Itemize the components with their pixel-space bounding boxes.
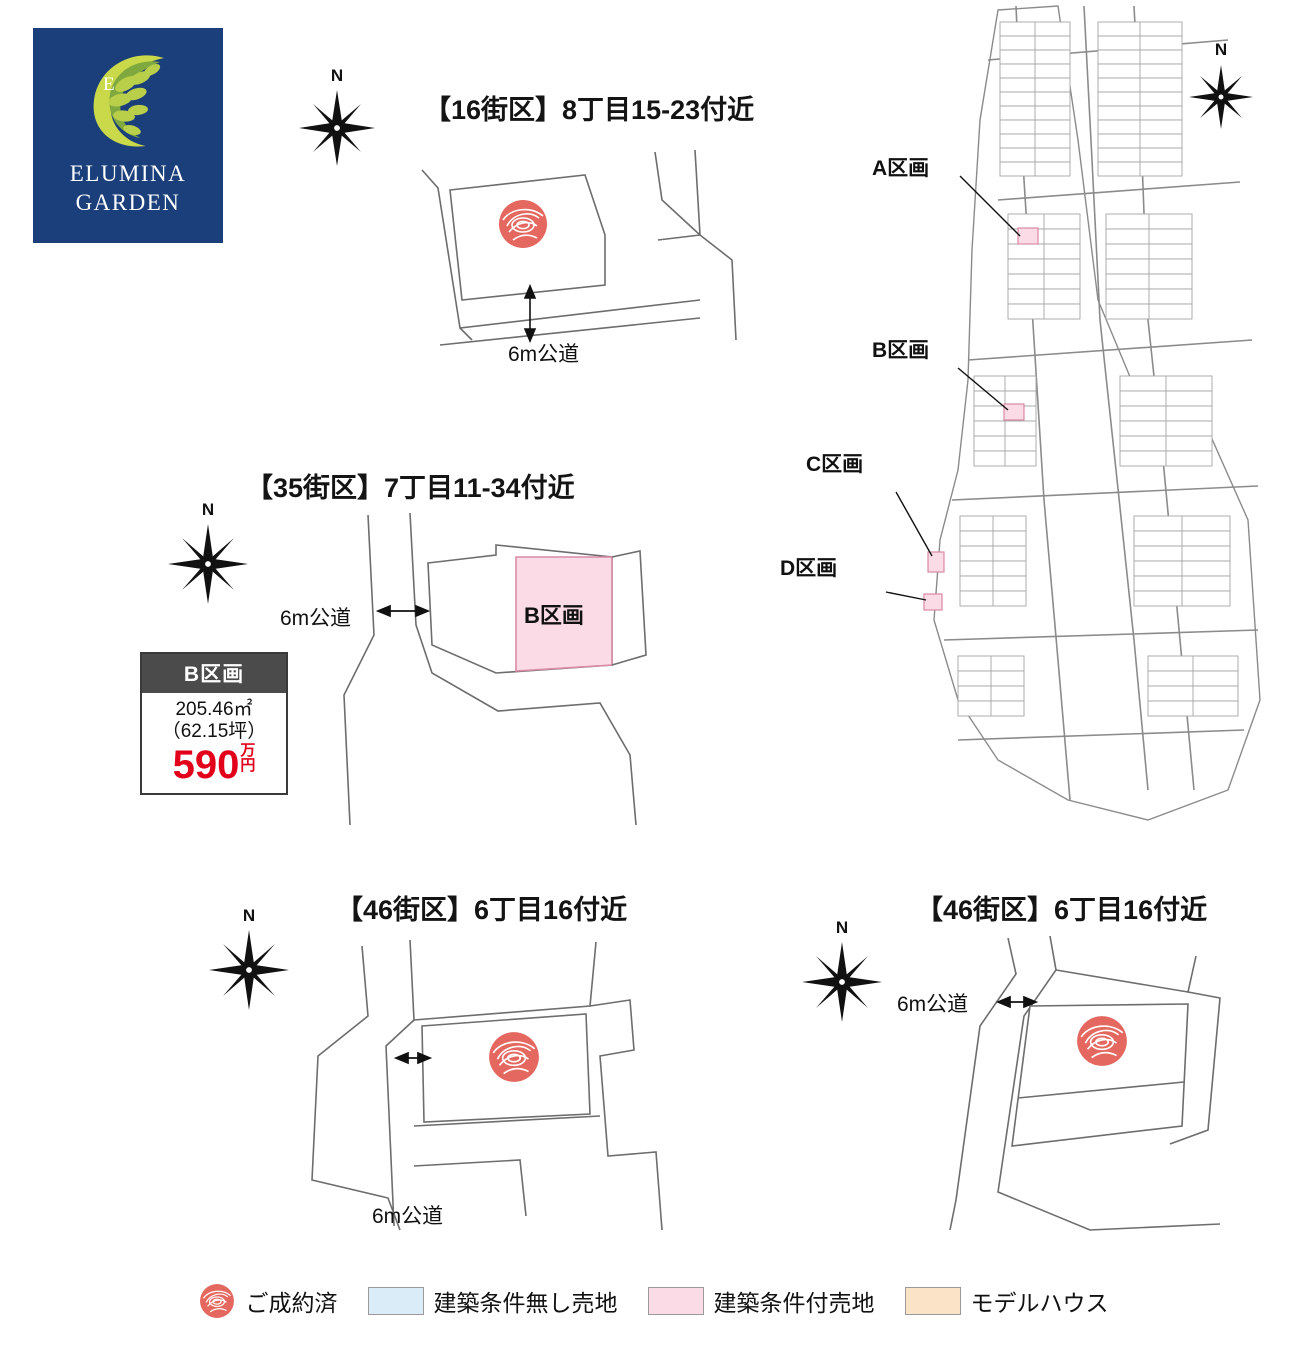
logo-line-2: GARDEN xyxy=(75,189,181,215)
legend-item-no-build-condition: 建築条件無し売地 xyxy=(367,1284,618,1318)
logo-wordmark: ELUMINA GARDEN xyxy=(70,160,187,218)
road-label-block35: 6m公道 xyxy=(280,607,352,630)
overview-parcel-a xyxy=(1017,227,1039,245)
logo-crescent-leaf-icon: E xyxy=(93,55,164,147)
compass-overview: N xyxy=(1186,40,1256,132)
compass-block46b: N xyxy=(800,918,884,1024)
legend-swatch-model-house xyxy=(904,1287,961,1315)
section-title-block46b: 【46街区】6丁目16付近 xyxy=(916,895,1208,925)
overview-parcel-b xyxy=(1003,403,1025,421)
logo-line-1: ELUMINA xyxy=(69,161,187,186)
legend-item-build-condition: 建築条件付売地 xyxy=(647,1284,875,1318)
overview-parcel-c xyxy=(927,551,945,573)
sold-rose-icon-block46b xyxy=(1077,1016,1127,1066)
section-title-block46a: 【46街区】6丁目16付近 xyxy=(336,895,628,925)
sold-rose-icon-block46a xyxy=(489,1032,539,1082)
section-title-block16: 【16街区】8丁目15-23付近 xyxy=(424,95,755,125)
price-unit: 万円 xyxy=(240,743,255,773)
legend-label-build-condition: 建築条件付売地 xyxy=(713,1290,875,1316)
site-map-block16 xyxy=(421,149,737,346)
price-area-tsubo: （62.15坪） xyxy=(161,720,267,742)
legend: ご成約済 建築条件無し売地 建築条件付売地 モデルハウス xyxy=(0,1282,1306,1320)
compass-north-label-overview: N xyxy=(1214,40,1228,59)
overview-estate-map xyxy=(885,5,1261,821)
section-title-block35: 【35街区】7丁目11-34付近 xyxy=(246,473,575,503)
legend-label-sold: ご成約済 xyxy=(245,1290,338,1316)
road-label-block16: 6m公道 xyxy=(508,343,580,366)
legend-item-sold: ご成約済 xyxy=(198,1282,338,1320)
site-map-block35 xyxy=(343,512,647,826)
parcel-label-b-block35: B区画 xyxy=(524,603,584,628)
price-unit-man: 万 xyxy=(240,741,256,759)
sold-rose-icon-block16 xyxy=(499,200,547,248)
compass-block16: N xyxy=(297,66,377,168)
legend-label-no-build-condition: 建築条件無し売地 xyxy=(433,1290,618,1316)
price-card-header: B区画 xyxy=(142,654,286,693)
compass-north-label-block16: N xyxy=(330,66,344,85)
compass-north-label-block46a: N xyxy=(242,906,256,925)
road-label-block46b: 6m公道 xyxy=(897,993,969,1016)
overview-parcel-d xyxy=(923,593,943,611)
compass-north-label-block35: N xyxy=(201,500,215,519)
sold-rose-icon-legend xyxy=(199,1284,234,1318)
callout-label-c: C区画 xyxy=(806,453,864,476)
legend-swatch-no-build-condition xyxy=(367,1287,424,1315)
compass-block35: N xyxy=(166,500,250,606)
price-value: 590 xyxy=(172,742,240,787)
compass-block46a: N xyxy=(207,906,291,1012)
callout-label-b: B区画 xyxy=(872,339,930,362)
road-label-block46a: 6m公道 xyxy=(372,1205,444,1228)
callout-label-a: A区画 xyxy=(872,157,930,180)
logo-monogram: E xyxy=(103,74,115,95)
legend-item-model-house: モデルハウス xyxy=(904,1284,1109,1318)
price-unit-yen: 円 xyxy=(240,756,256,774)
callout-label-d: D区画 xyxy=(780,557,838,580)
legend-label-model-house: モデルハウス xyxy=(970,1290,1109,1316)
legend-swatch-build-condition xyxy=(647,1287,704,1315)
site-map-block46b xyxy=(949,935,1221,1231)
brand-logo: E ELUMINA GARDEN xyxy=(33,28,223,243)
price-area-sqm: 205.46㎡ xyxy=(175,699,253,720)
compass-north-label-block46b: N xyxy=(835,918,849,937)
